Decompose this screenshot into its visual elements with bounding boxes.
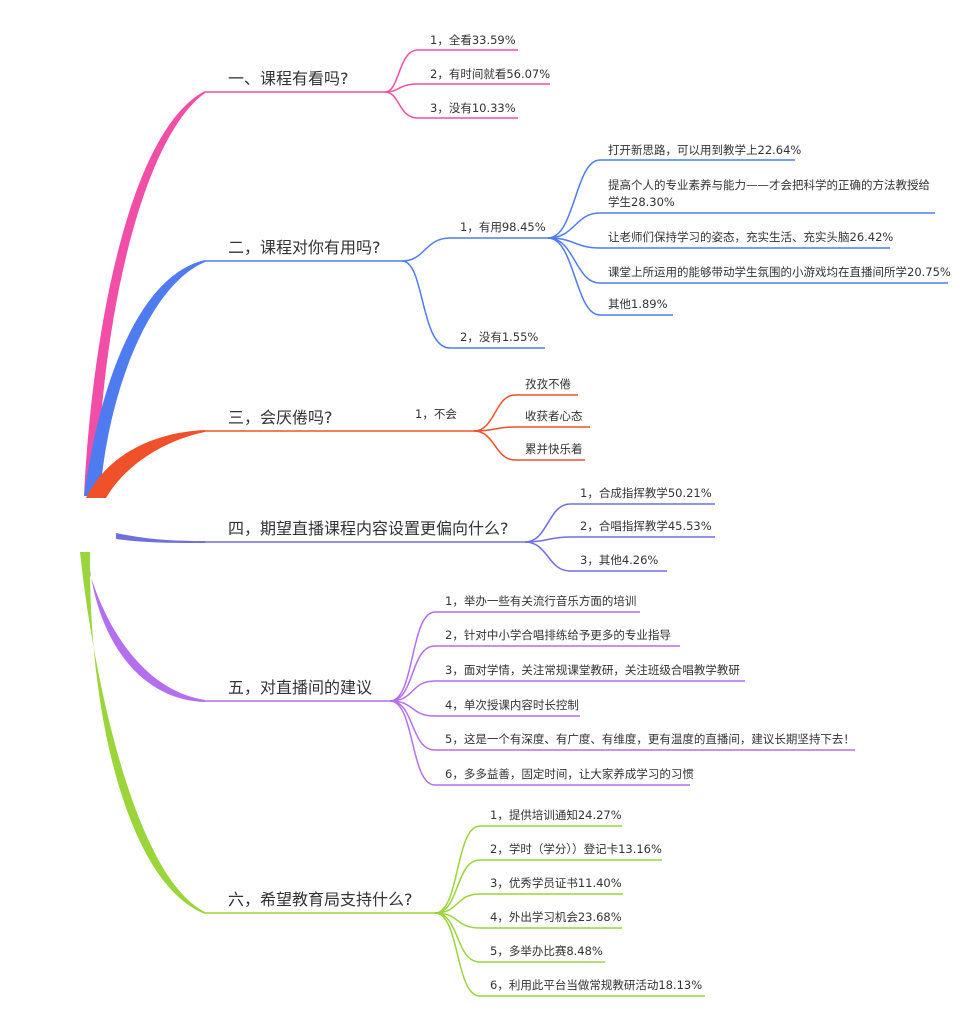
q4-answer-1[interactable]: 1，合成指挥教学50.21% [580, 486, 712, 500]
q3-detail-1[interactable]: 孜孜不倦 [525, 377, 571, 391]
trunk-q6 [80, 552, 205, 914]
q5-answer-3[interactable]: 3，面对学情，关注常规课堂教研，关注班级合唱教学教研 [445, 663, 740, 677]
q6-answer-6[interactable]: 6，利用此平台当做常规教研活动18.13% [490, 978, 702, 992]
branch-q5 [205, 611, 855, 786]
trunk-q2 [84, 260, 205, 496]
q2-detail-2-line-2[interactable]: 学生28.30% [608, 195, 675, 209]
q6-answer-5[interactable]: 5，多举办比赛8.48% [490, 944, 603, 958]
trunk-q4 [116, 533, 205, 543]
q5-answer-5[interactable]: 5，这是一个有深度、有广度、有维度，更有温度的直播间，建议长期坚持下去！ [445, 732, 855, 746]
q4-answer-2[interactable]: 2，合唱指挥教学45.53% [580, 519, 712, 533]
q6-answer-1[interactable]: 1，提供培训通知24.27% [490, 808, 622, 822]
q1-answer-1[interactable]: 1，全看33.59% [430, 33, 516, 47]
q1-answer-2[interactable]: 2，有时间就看56.07% [430, 67, 550, 81]
q5-answer-1[interactable]: 1，举办一些有关流行音乐方面的培训 [445, 594, 636, 608]
q2-detail-5[interactable]: 其他1.89% [608, 297, 668, 311]
branch-q2 [205, 159, 948, 349]
q1-title[interactable]: 一、课程有看吗? [228, 69, 349, 88]
branch-q3 [205, 394, 590, 461]
q3-detail-3[interactable]: 累并快乐着 [525, 442, 583, 456]
q4-answer-3[interactable]: 3，其他4.26% [580, 553, 658, 567]
trunk-q5 [84, 552, 205, 702]
q3-answer-1[interactable]: 1，不会 [415, 407, 457, 421]
branch-q6 [205, 825, 705, 997]
q3-title[interactable]: 三，会厌倦吗? [228, 408, 333, 427]
branch-q4 [205, 503, 715, 572]
q4-title[interactable]: 四，期望直播课程内容设置更偏向什么? [228, 519, 509, 538]
q6-answer-2[interactable]: 2，学时（学分））登记卡13.16% [490, 842, 662, 856]
q5-answer-6[interactable]: 6，多多益善，固定时间，让大家养成学习的习惯 [445, 767, 694, 781]
q2-detail-1[interactable]: 打开新思路，可以用到教学上22.64% [608, 143, 801, 157]
branch-q1 [205, 49, 550, 119]
q3-detail-2[interactable]: 收获者心态 [525, 409, 583, 423]
q2-title[interactable]: 二，课程对你有用吗? [228, 238, 381, 257]
q2-detail-4[interactable]: 课堂上所运用的能够带动学生氛围的小游戏均在直播间所学20.75% [608, 265, 951, 279]
q2-detail-2-line-1[interactable]: 提高个人的专业素养与能力——才会把科学的正确的方法教授给 [608, 178, 930, 192]
q6-title[interactable]: 六，希望教育局支持什么? [228, 890, 413, 909]
q5-answer-2[interactable]: 2，针对中小学合唱排练给予更多的专业指导 [445, 628, 671, 642]
q6-answer-4[interactable]: 4，外出学习机会23.68% [490, 910, 622, 924]
q1-answer-3[interactable]: 3，没有10.33% [430, 101, 516, 115]
q5-title[interactable]: 五，对直播间的建议 [228, 678, 372, 697]
q6-answer-3[interactable]: 3，优秀学员证书11.40% [490, 876, 622, 890]
trunk-q3 [86, 430, 205, 498]
q2-answer-2[interactable]: 2，没有1.55% [460, 330, 538, 344]
q2-answer-1[interactable]: 1，有用98.45% [460, 220, 546, 234]
q2-detail-3[interactable]: 让老师们保持学习的姿态，充实生活、充实头脑26.42% [608, 230, 893, 244]
q5-answer-4[interactable]: 4，单次授课内容时长控制 [445, 698, 579, 712]
